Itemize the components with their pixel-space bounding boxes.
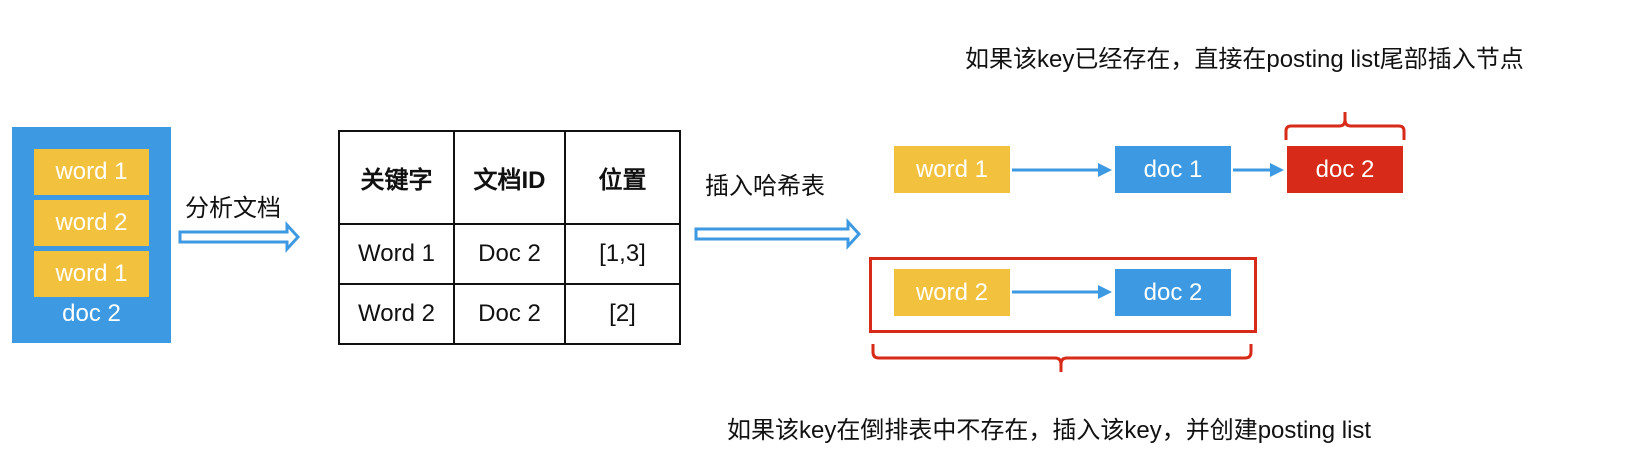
source-word-tile: word 1: [34, 149, 149, 195]
hash-key-word-2: word 2: [894, 269, 1010, 316]
posting-node-doc-1: doc 1: [1115, 146, 1231, 193]
top-brace-icon: [1284, 112, 1406, 140]
table-header-cell: 关键字: [338, 130, 455, 225]
link-arrow-icon: [1233, 163, 1284, 177]
table-header-row: 关键字 文档ID 位置: [338, 130, 681, 225]
posting-node-doc-2: doc 2: [1115, 269, 1231, 316]
table-cell: Doc 2: [453, 283, 566, 345]
analyze-arrow-icon: [178, 221, 301, 253]
new-key-highlight-box: [869, 257, 1257, 333]
source-document-label: doc 2: [62, 300, 121, 327]
insert-hash-step-label: 插入哈希表: [705, 173, 825, 200]
insert-arrow-icon: [694, 218, 862, 250]
source-word-tile: word 2: [34, 200, 149, 246]
table-cell: Word 1: [338, 223, 455, 285]
link-arrow-icon: [1012, 163, 1112, 177]
link-arrow-icon: [1012, 285, 1112, 299]
analyze-step-label: 分析文档: [185, 195, 281, 222]
source-document: word 1 word 2 word 1 doc 2: [12, 127, 171, 343]
appended-posting-node: doc 2: [1287, 146, 1403, 193]
existing-key-note: 如果该key已经存在，直接在posting list尾部插入节点: [965, 46, 1524, 73]
source-word-tile: word 1: [34, 251, 149, 297]
table-cell: [2]: [564, 283, 681, 345]
table-header-cell: 文档ID: [453, 130, 566, 225]
bottom-brace-icon: [871, 344, 1253, 372]
table-cell: Doc 2: [453, 223, 566, 285]
table-cell: [1,3]: [564, 223, 681, 285]
table-header-cell: 位置: [564, 130, 681, 225]
table-row: Word 1 Doc 2 [1,3]: [338, 223, 681, 285]
table-row: Word 2 Doc 2 [2]: [338, 283, 681, 345]
hash-key-word-1: word 1: [894, 146, 1010, 193]
new-key-note: 如果该key在倒排表中不存在，插入该key，并创建posting list: [727, 417, 1372, 444]
index-table: 关键字 文档ID 位置 Word 1 Doc 2 [1,3] Word 2 Do…: [338, 130, 681, 345]
table-cell: Word 2: [338, 283, 455, 345]
